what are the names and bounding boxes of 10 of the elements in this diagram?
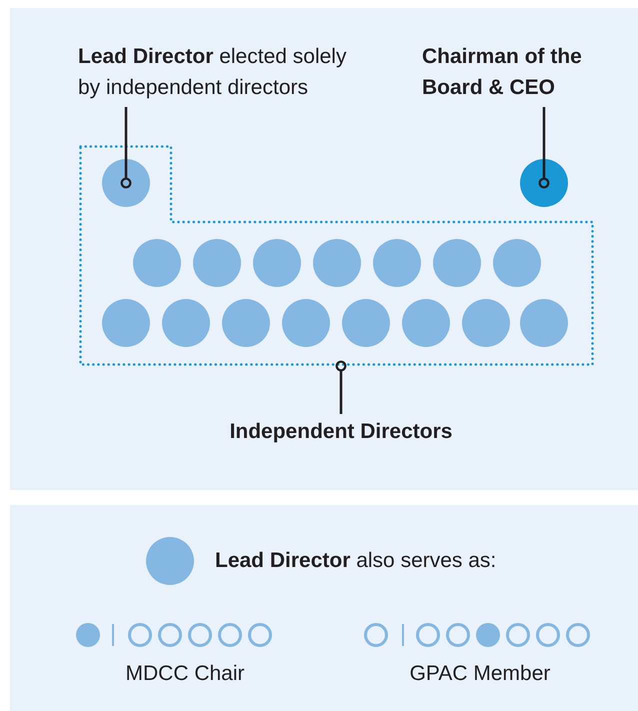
annotation-text: Chairman of the Board & CEO xyxy=(422,41,622,103)
dotted-group-outline xyxy=(79,145,594,366)
caption-text: Lead Director also serves as: xyxy=(215,548,496,574)
annotation-text: Lead Director elected solely by independent directors xyxy=(78,41,370,103)
annotation-text: Independent Directors xyxy=(191,416,491,447)
leader-line xyxy=(538,107,550,188)
leader-line xyxy=(120,107,132,188)
leader-line xyxy=(336,360,346,414)
committee-label: MDCC Chair xyxy=(126,661,244,687)
committee-label: GPAC Member xyxy=(410,661,550,687)
